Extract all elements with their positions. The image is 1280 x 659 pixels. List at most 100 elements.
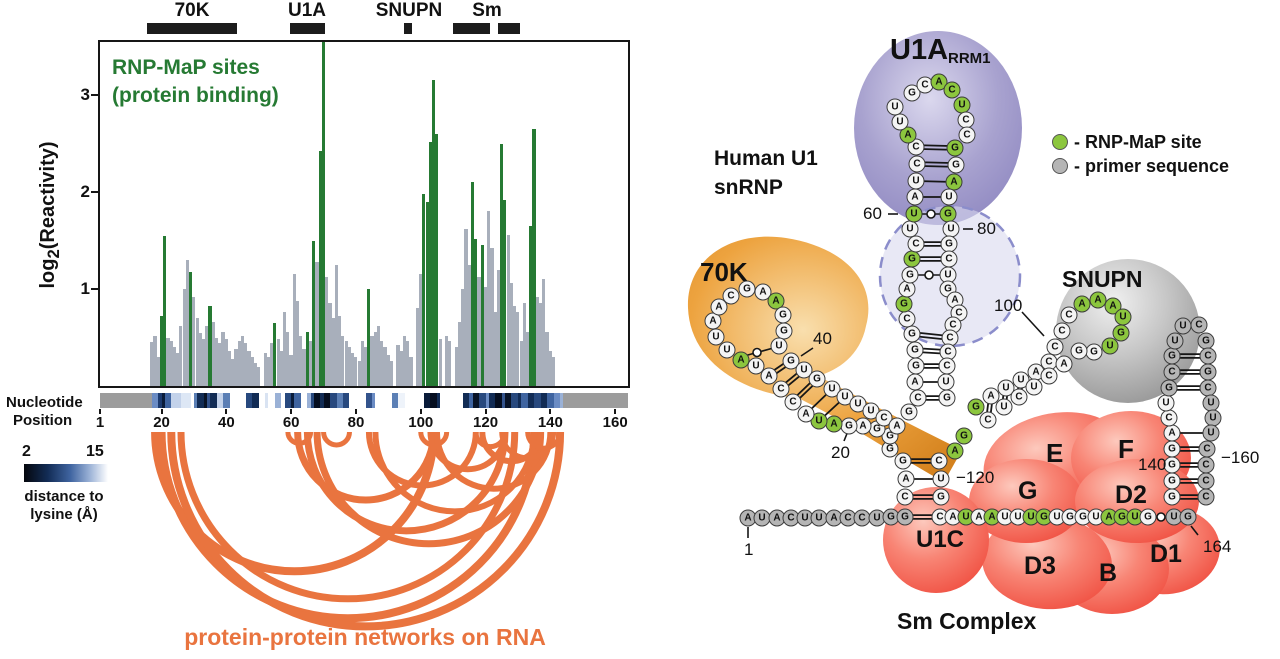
nucleotide: G xyxy=(894,452,912,470)
bar xyxy=(357,360,361,386)
nucleotide: C xyxy=(772,380,790,398)
strip-segment xyxy=(100,393,152,408)
nucleotide: G xyxy=(900,403,918,421)
bar xyxy=(409,356,413,386)
nucleotide: A xyxy=(1055,355,1073,373)
primer-sequence-dot-icon xyxy=(1052,158,1068,174)
protein-name-label: F xyxy=(1118,434,1134,464)
bar xyxy=(299,335,303,386)
strip-segment xyxy=(203,393,207,408)
bar xyxy=(263,353,267,386)
nucleotide: U xyxy=(901,220,919,238)
bar xyxy=(376,325,381,386)
colorbar-label-line1: distance to xyxy=(24,488,104,505)
bar xyxy=(318,151,322,386)
y-tick-line xyxy=(91,288,99,290)
strip-segment xyxy=(424,393,431,408)
strip-segment xyxy=(472,393,480,408)
network-arc xyxy=(157,431,539,623)
bar xyxy=(467,264,471,386)
nucleotide: C xyxy=(1198,440,1216,458)
x-tick-label: 20 xyxy=(153,414,170,431)
y-tick-label: 2 xyxy=(80,182,90,201)
non-canonical-pair-icon xyxy=(752,347,762,358)
nucleotide: A xyxy=(906,188,924,206)
bar xyxy=(208,306,212,386)
nucleotide: G xyxy=(938,389,956,407)
bar xyxy=(503,199,507,386)
nucleotide: G xyxy=(808,370,826,388)
bar xyxy=(159,316,164,386)
nucleotide: U xyxy=(995,398,1013,416)
nucleotide: G xyxy=(955,427,973,445)
legend-row-rnp-map: - RNP-MaP site xyxy=(1052,130,1229,154)
nucleotide: U xyxy=(907,172,925,190)
nucleotide: G xyxy=(932,488,950,506)
nucleotide: U xyxy=(886,98,904,116)
nucleotide: U xyxy=(891,113,909,131)
domain-label: 70K xyxy=(174,0,210,21)
bar xyxy=(519,341,523,386)
network-arc xyxy=(525,431,563,451)
nucleotide: G xyxy=(903,250,921,268)
nucleotide: G xyxy=(1199,363,1217,381)
bar xyxy=(192,296,196,386)
bar xyxy=(308,341,313,386)
colorbar-max: 15 xyxy=(86,443,104,460)
bar xyxy=(347,347,351,386)
bar xyxy=(237,341,241,386)
bar xyxy=(201,339,206,386)
colorbar-label-line2: lysine (Å) xyxy=(30,506,98,523)
bar xyxy=(370,335,374,386)
nucleotide: C xyxy=(1160,409,1178,427)
domain-label: SNUPN xyxy=(375,0,443,21)
nucleotide: U xyxy=(810,412,828,430)
bar xyxy=(389,360,394,386)
strip-segment xyxy=(511,393,518,408)
nucleotide: A xyxy=(760,367,778,385)
nucleotide: C xyxy=(1010,388,1028,406)
bar xyxy=(224,339,228,386)
y-tick-label: 3 xyxy=(80,85,90,104)
x-tick-line xyxy=(99,409,101,414)
pointer-line xyxy=(1190,525,1199,536)
nucleotide: U xyxy=(753,509,771,527)
domain-bar xyxy=(404,23,412,34)
bar xyxy=(214,337,219,386)
u1a-label-sub: RRM1 xyxy=(948,50,991,68)
bar xyxy=(166,337,170,386)
network-arc xyxy=(303,431,509,535)
x-tick-line xyxy=(160,409,163,414)
x-tick-label: 60 xyxy=(282,414,300,431)
strip-segment xyxy=(171,393,181,408)
protein-name-label: D1 xyxy=(1150,540,1182,568)
strip-segment xyxy=(462,393,470,408)
strip-segment xyxy=(330,393,337,408)
nucleotide: U xyxy=(905,205,923,223)
nucleotide: A xyxy=(982,387,1000,405)
strip-segment xyxy=(229,393,246,408)
nucleotide: G xyxy=(1112,324,1130,342)
strip-segment xyxy=(164,393,172,408)
bar xyxy=(532,128,536,386)
nucleotide: G xyxy=(1163,347,1181,365)
nucleotide: A xyxy=(797,405,815,423)
structure-legend: - RNP-MaP site - primer sequence xyxy=(1052,130,1229,178)
nucleotide: C xyxy=(1199,347,1217,365)
strip-segment xyxy=(398,393,405,408)
network-arc xyxy=(294,431,438,504)
protein-name-label: D2 xyxy=(1115,481,1147,509)
nucleotide: A xyxy=(897,470,915,488)
nucleotide: C xyxy=(958,126,976,144)
bar xyxy=(425,201,429,386)
y-tick-line xyxy=(91,191,99,193)
strip-segment xyxy=(404,393,424,408)
domain-bar xyxy=(290,23,325,34)
bar xyxy=(483,287,488,386)
protein-name-label: B xyxy=(1099,559,1118,587)
nucleotide: G xyxy=(903,84,921,102)
strip-segment xyxy=(320,393,324,408)
nucleotide: C xyxy=(1046,338,1064,356)
strip-segment xyxy=(193,393,198,408)
bar xyxy=(487,211,491,386)
